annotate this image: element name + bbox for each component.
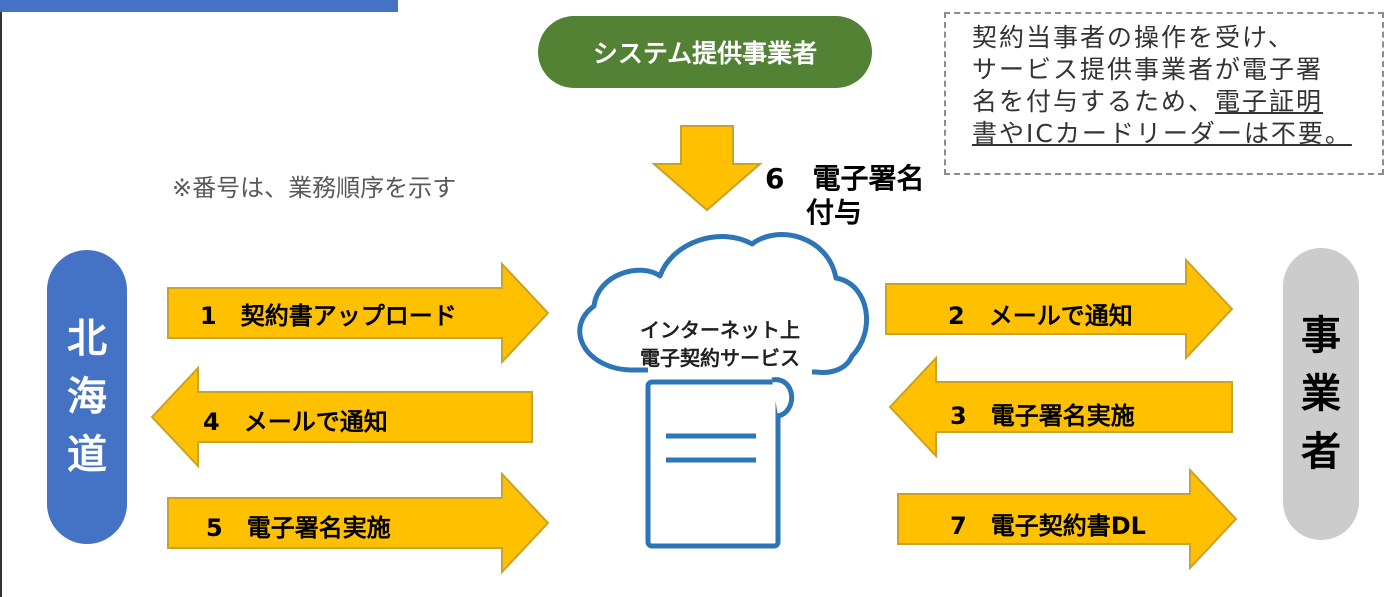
note-line-3: 名を付与するため、電子証明 xyxy=(972,86,1372,118)
note-line-3-underlined: 電子証明 xyxy=(1215,87,1324,116)
order-caption: ※番号は、業務順序を示す xyxy=(172,174,457,202)
system-provider-badge: システム提供事業者 xyxy=(538,16,872,88)
hokkaido-char: 道 xyxy=(67,432,107,478)
cloud-label-line1: インターネット上 xyxy=(640,318,800,342)
note-line-3-plain: 名を付与するため、 xyxy=(972,87,1216,116)
arrow-step-4-label: 4 メールで通知 xyxy=(203,408,388,436)
operator-char: 事 xyxy=(1301,313,1341,359)
cloud-service-icon xyxy=(577,232,869,549)
note-line-2: サービス提供事業者が電子署 xyxy=(972,55,1324,84)
note-box: 契約当事者の操作を受け、 サービス提供事業者が電子署 名を付与するため、電子証明… xyxy=(944,12,1384,175)
business-operator-badge: 事 業 者 xyxy=(1283,248,1359,540)
arrow-step-1-right xyxy=(167,261,550,365)
arrow-step-1-label: 1 契約書アップロード xyxy=(200,302,457,330)
operator-char: 業 xyxy=(1301,371,1341,417)
arrow-step-2-label: 2 メールで通知 xyxy=(948,302,1133,330)
system-provider-label: システム提供事業者 xyxy=(592,39,818,68)
note-line-4: 書やICカードリーダーは不要。 xyxy=(972,119,1352,148)
frame-left-border xyxy=(0,0,2,597)
step6-line2: 付与 xyxy=(806,196,863,229)
arrow-step-2-right xyxy=(885,257,1234,361)
arrow-step-4-left xyxy=(150,365,533,469)
down-arrow-icon xyxy=(651,125,763,212)
arrow-step-7-right xyxy=(897,467,1238,571)
header-bar xyxy=(0,0,398,12)
cloud-label-line2: 電子契約サービス xyxy=(640,346,800,370)
operator-char: 者 xyxy=(1301,429,1341,475)
arrow-step-3-label: 3 電子署名実施 xyxy=(950,402,1135,430)
step6-line1: 6 電子署名 xyxy=(765,162,925,195)
arrow-step-7-label: 7 電子契約書DL xyxy=(950,512,1146,540)
note-line-1: 契約当事者の操作を受け、 xyxy=(972,23,1295,52)
cloud-label: インターネット上 電子契約サービス xyxy=(600,316,840,372)
hokkaido-char: 海 xyxy=(67,374,107,420)
hokkaido-char: 北 xyxy=(67,316,107,362)
arrow-step-5-label: 5 電子署名実施 xyxy=(206,514,391,542)
arrow-step-5-right xyxy=(167,471,550,575)
arrow-step-3-left xyxy=(888,355,1233,459)
hokkaido-badge: 北 海 道 xyxy=(47,250,127,544)
